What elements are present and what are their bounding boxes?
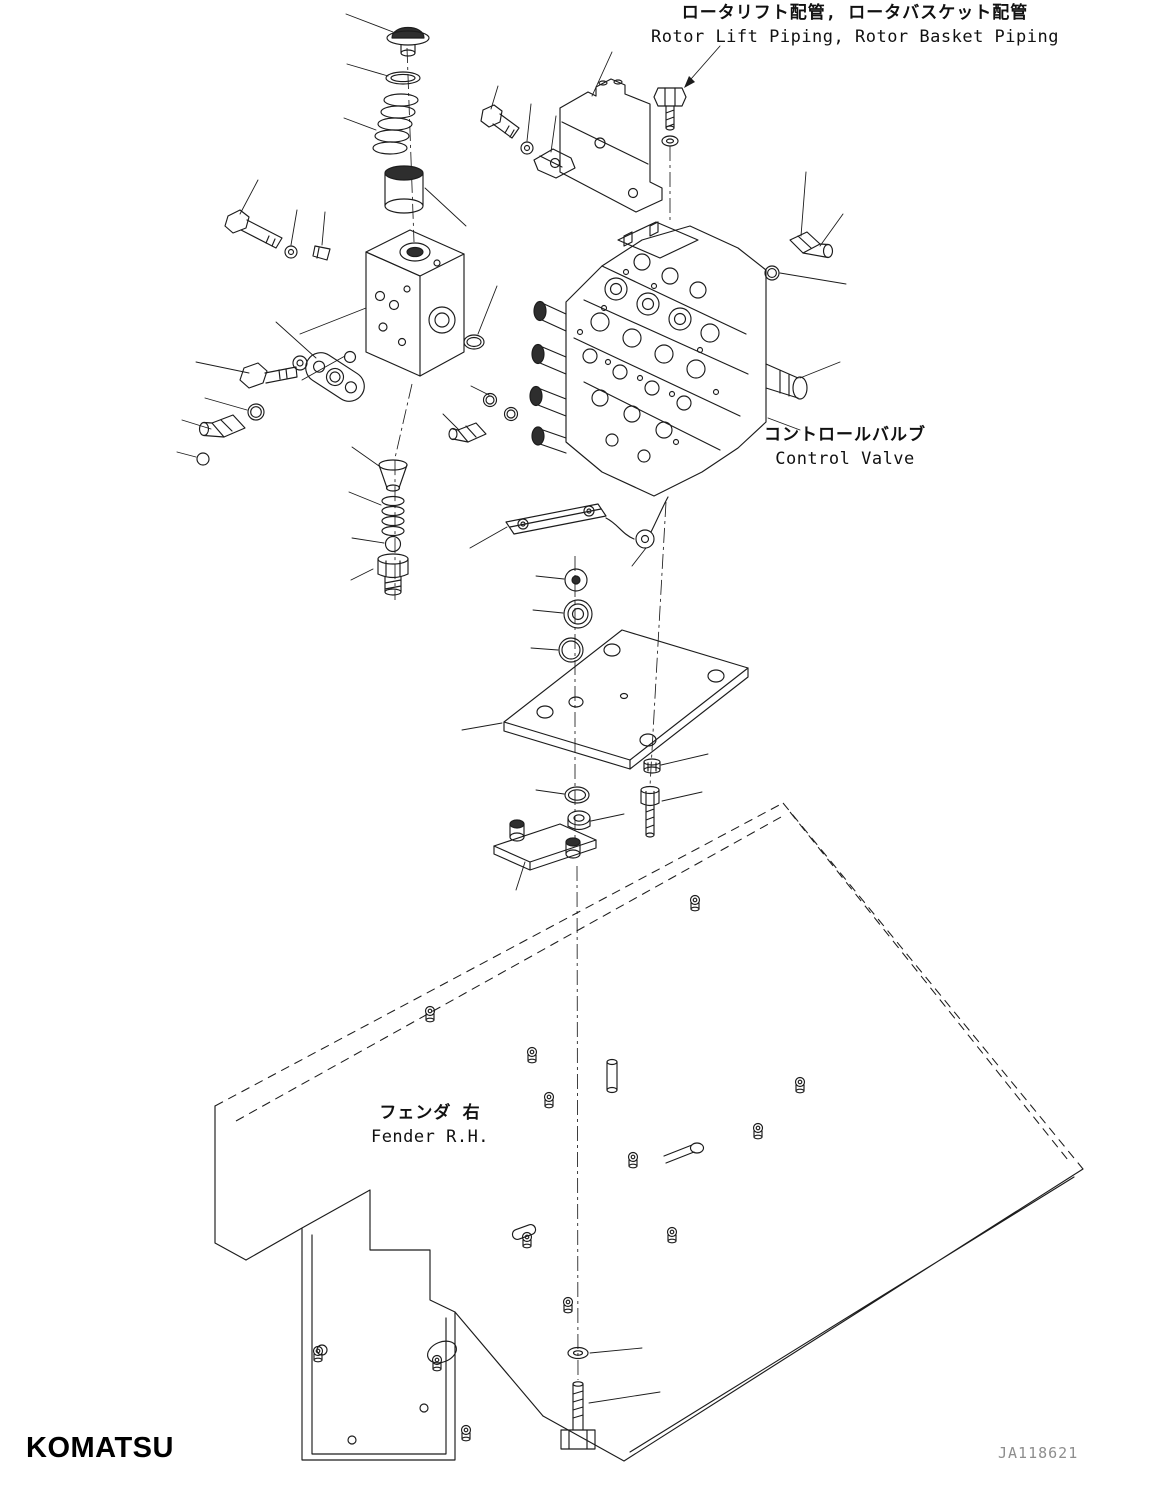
hex-bolt-1: [224, 209, 283, 249]
strip-plate-cable: [505, 496, 669, 549]
hex-bolt-2: [239, 362, 298, 389]
hex-bolt-3: [480, 104, 520, 139]
leader-lines: [176, 13, 847, 1404]
cover-plate: [503, 629, 749, 770]
spring-1: [372, 93, 419, 155]
washer-1: [284, 245, 298, 259]
fastener-glyph: [752, 1122, 764, 1140]
label-rotor-piping-jp: ロータリフト配管, ロータバスケット配管: [681, 3, 1029, 23]
fastener-glyph: [424, 1005, 436, 1023]
o-ring-3: [247, 403, 265, 421]
relief-valve: [765, 363, 808, 400]
washer-bottom: [567, 1346, 589, 1360]
o-ring-4: [764, 265, 780, 281]
cup-plug: [384, 165, 424, 214]
washer-2: [292, 355, 308, 371]
pilot-valve-block: [365, 229, 465, 377]
flange-plate: [305, 352, 365, 402]
label-fender: フェンダ 右 Fender R.H.: [330, 1102, 530, 1150]
washer-top: [661, 135, 679, 147]
label-control-valve-en: Control Valve: [775, 448, 915, 469]
collar-plate: [493, 819, 597, 871]
o-ring-pair: [482, 392, 519, 422]
fender-fasteners: [312, 894, 806, 1442]
fastener-glyph: [312, 1345, 324, 1363]
breather-cap: [386, 26, 430, 57]
fastener-glyph: [562, 1296, 574, 1314]
washer-3: [520, 141, 534, 155]
plug-small: [312, 245, 331, 261]
komatsu-logo: KOMATSU: [26, 1432, 174, 1464]
fastener-glyph: [794, 1076, 806, 1094]
spacer: [567, 810, 591, 831]
cone-plug: [378, 459, 408, 492]
fender-panel: [214, 1058, 1084, 1462]
elbow-fitting-1: [198, 414, 246, 438]
o-ring-1: [385, 71, 421, 85]
o-ring-2: [343, 334, 485, 364]
washer-4: [564, 568, 588, 592]
drawing-number: JA118621: [998, 1444, 1079, 1462]
hex-plug: [377, 553, 409, 596]
steel-ball-2: [384, 535, 402, 553]
hex-bolt-4: [640, 785, 660, 838]
center-lines: [394, 47, 671, 1381]
fastener-glyph: [543, 1091, 555, 1109]
bolt-top: [653, 87, 687, 131]
fastener-glyph: [526, 1046, 538, 1064]
fastener-glyph: [460, 1424, 472, 1442]
steel-ball-1: [196, 452, 210, 466]
label-fender-jp: フェンダ 右: [379, 1103, 481, 1123]
elbow-fitting-2: [789, 231, 834, 259]
clip-bracket: [533, 148, 576, 179]
label-control-valve-jp: コントロールバルブ: [764, 425, 926, 445]
relief-spring: [381, 495, 405, 537]
o-ring-6: [564, 786, 590, 804]
fender-hidden-edges: [214, 802, 1084, 1170]
washer-5: [563, 599, 593, 629]
label-control-valve: コントロールバルブ Control Valve: [742, 424, 948, 472]
elbow-fitting-3: [448, 422, 487, 443]
fastener-glyph: [627, 1151, 639, 1169]
fastener-glyph: [666, 1226, 678, 1244]
label-rotor-piping-en: Rotor Lift Piping, Rotor Basket Piping: [651, 26, 1059, 47]
label-rotor-piping: ロータリフト配管, ロータバスケット配管 Rotor Lift Piping, …: [585, 2, 1125, 50]
fastener-glyph: [689, 894, 701, 912]
control-valve-assembly: [529, 221, 767, 497]
o-ring-5: [558, 637, 584, 663]
mounting-bracket: [559, 78, 663, 213]
label-fender-en: Fender R.H.: [370, 1126, 490, 1147]
nut-1: [643, 758, 661, 774]
foot-bolt: [560, 1381, 596, 1450]
